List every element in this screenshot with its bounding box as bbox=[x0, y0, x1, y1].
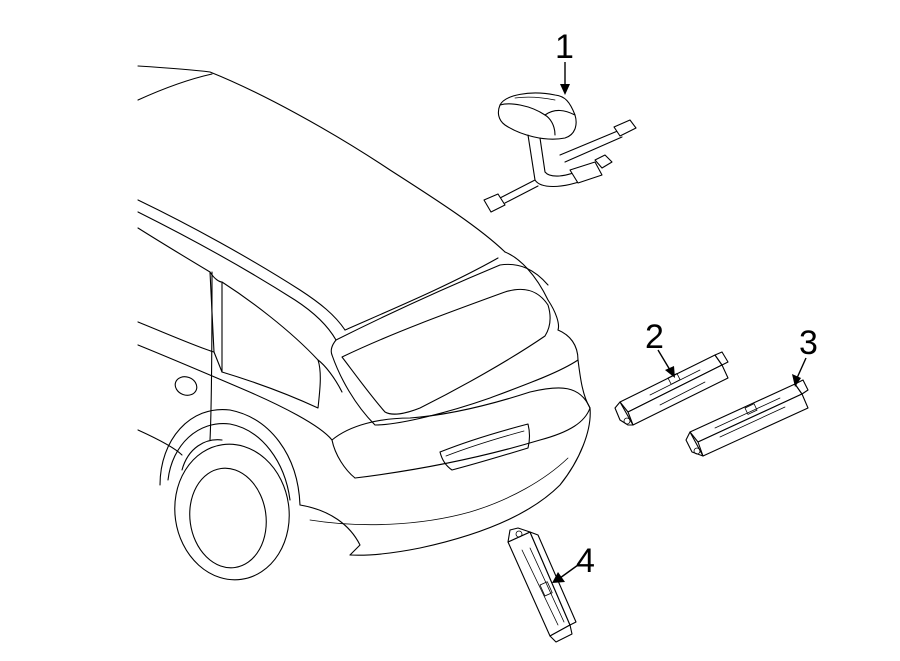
callout-3: 3 bbox=[799, 324, 818, 362]
part-3-module bbox=[685, 357, 809, 457]
part-1-antenna bbox=[483, 62, 637, 213]
part-2-module bbox=[614, 349, 729, 426]
callout-1: 1 bbox=[555, 28, 574, 66]
callout-4: 4 bbox=[576, 542, 595, 580]
part-4-module bbox=[507, 527, 579, 643]
vehicle-rear-illustration bbox=[137, 65, 591, 581]
callout-2: 2 bbox=[645, 318, 664, 356]
